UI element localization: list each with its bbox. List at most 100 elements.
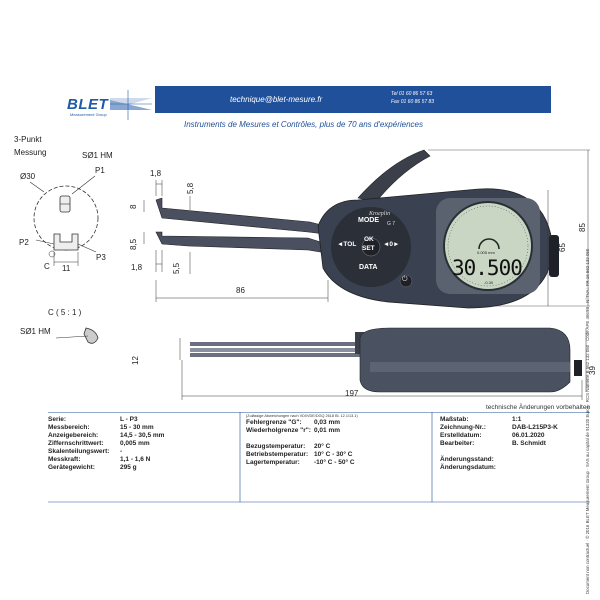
display-value: 30.500 [452, 256, 523, 280]
fax-text: Fax 01 60 86 57 83 [391, 99, 435, 105]
power-icon[interactable]: ⏻ [402, 276, 408, 283]
spec-value: 10° C - 30° C [314, 451, 353, 458]
spec-row: Serie: L - P3 [48, 416, 238, 424]
detail-c-drawing [55, 327, 99, 344]
logo-shape [110, 90, 152, 120]
spec-value: 14,5 - 30,5 mm [120, 432, 165, 439]
spec-value: L - P3 [120, 416, 138, 423]
spec-label: Wiederholgrenze "r": [246, 427, 311, 434]
dim-8-5: 8,5 [129, 238, 138, 250]
spec-label: Lagertemperatur: [246, 459, 300, 466]
label-c: C [44, 262, 50, 271]
spec-value: DAB-L215P3-K [512, 424, 558, 431]
dim-197: 197 [345, 389, 359, 398]
spec-row: Lagertemperatur: -10° C - 50° C [246, 459, 430, 467]
spec-row: Skalenteilungswert: - [48, 448, 238, 456]
dim-12: 12 [131, 356, 140, 365]
spec-row: Anzeigebereich: 14,5 - 30,5 mm [48, 432, 238, 440]
tol-button[interactable]: ◄TOL [337, 241, 357, 248]
label-p3: P3 [96, 253, 106, 262]
spec-value: 0,03 mm [314, 419, 341, 426]
logo-subtitle: Measurement Group [70, 112, 107, 117]
spec-row: Betriebstemperatur:10° C - 30° C [246, 451, 430, 459]
spec-value: 295 g [120, 464, 137, 471]
spec-value: 20° C [314, 443, 331, 450]
spec-label: Messkraft: [48, 456, 81, 463]
dim-5-5: 5,5 [172, 262, 181, 274]
spec-label: Maßstab: [440, 416, 469, 423]
tel-text: Tel 01 60 86 57 63 [391, 91, 433, 97]
spec-row: Bezugstemperatur: 20° C [246, 443, 430, 451]
label-p2: P2 [19, 238, 29, 247]
label-so1-top: SØ1 HM [82, 151, 113, 160]
label-p1: P1 [95, 166, 105, 175]
spec-label: Fehlergrenze "G": [246, 419, 302, 426]
spec-value: - [120, 448, 123, 455]
spec-value: 0,01 mm [314, 427, 341, 434]
specs-mid-note: (Zulässige Abweichungen nach VDI/VDE/DGQ… [246, 414, 358, 418]
spec-value: 06.01.2020 [512, 432, 545, 439]
detail-title-1: 3-Punkt [14, 135, 42, 144]
three-point-detail-drawing [29, 175, 99, 266]
dim-1-8-bottom: 1,8 [131, 263, 143, 272]
detail-c-so1: SØ1 HM [20, 327, 51, 336]
tagline: Instruments de Mesures et Contrôles, plu… [184, 120, 423, 129]
spec-label: Gerätegewicht: [48, 464, 95, 471]
spec-label: Änderungsdatum: [440, 464, 496, 471]
display-arc-icon [478, 238, 500, 250]
email-link[interactable]: technique@blet-mesure.fr [230, 95, 323, 104]
detail-title-2: Messung [14, 148, 47, 157]
display-bottom: -0.30 [484, 280, 494, 285]
dim-1-8-top: 1,8 [150, 169, 162, 178]
label-dia30: Ø30 [20, 172, 36, 181]
spec-row: Änderungsdatum: [440, 464, 590, 472]
device-model: G 7 [387, 221, 396, 227]
dim-8: 8 [129, 204, 138, 209]
ok-button[interactable]: OK [364, 236, 374, 243]
spec-label: Serie: [48, 416, 67, 423]
zero-button[interactable]: ◄0► [383, 241, 400, 248]
data-button[interactable]: DATA [359, 264, 378, 271]
spec-row: Bearbeiter:B. Schmidt [440, 440, 590, 448]
spec-row: Erstelldatum: 06.01.2020 [440, 432, 590, 440]
mode-button[interactable]: MODE [358, 217, 379, 224]
changes-note: technische Änderungen vorbehalten [486, 404, 591, 411]
spec-label: Änderungsstand: [440, 456, 494, 463]
spec-label: Ziffernschrittwert: [48, 440, 104, 447]
spec-label: Messbereich: [48, 424, 90, 431]
spec-row: Fehlergrenze "G": 0,03 mm [246, 419, 430, 427]
spec-value: 0,005 mm [120, 440, 150, 447]
dim-65: 65 [558, 243, 567, 252]
spec-row: Wiederholgrenze "r":0,01 mm [246, 427, 430, 435]
display-resolution: 0.005 mm [477, 250, 495, 255]
spec-label: Erstelldatum: [440, 432, 482, 439]
set-button[interactable]: SET [362, 245, 375, 252]
dim-85: 85 [578, 223, 587, 232]
spec-table-lines [48, 412, 590, 503]
dim-5-8: 5,8 [186, 182, 195, 194]
spec-value: 1,1 - 1,6 N [120, 456, 151, 463]
logo-text: BLET [67, 96, 109, 113]
spec-label: Skalenteilungswert: [48, 448, 110, 455]
contact-banner: technique@blet-mesure.fr Tel 01 60 86 57… [155, 86, 551, 113]
gauge-front-view [143, 149, 590, 309]
spec-row: Änderungsstand: [440, 456, 590, 464]
blet-logo [62, 88, 152, 122]
spec-row: Ziffernschrittwert: 0,005 mm [48, 440, 238, 448]
detail-c-title: C ( 5 : 1 ) [48, 308, 82, 317]
spec-label: Anzeigebereich: [48, 432, 99, 439]
spec-label: Zeichnung-Nr.: [440, 424, 486, 431]
spec-label: Bearbeiter: [440, 440, 475, 447]
spec-row: Zeichnung-Nr.: DAB-L215P3-K [440, 424, 590, 432]
label-dim11: 11 [62, 264, 71, 273]
spec-label: Bezugstemperatur: [246, 443, 306, 450]
spec-value: -10° C - 50° C [314, 459, 355, 466]
spec-value: 1:1 [512, 416, 522, 423]
spec-value: 15 - 30 mm [120, 424, 154, 431]
spec-row: Gerätegewicht: 295 g [48, 464, 238, 472]
spec-row: Messkraft: 1,1 - 1,6 N [48, 456, 238, 464]
legal-sidebar: Document non contractuel · © 2016 BLET M… [585, 248, 590, 594]
gauge-side-view [179, 327, 587, 400]
